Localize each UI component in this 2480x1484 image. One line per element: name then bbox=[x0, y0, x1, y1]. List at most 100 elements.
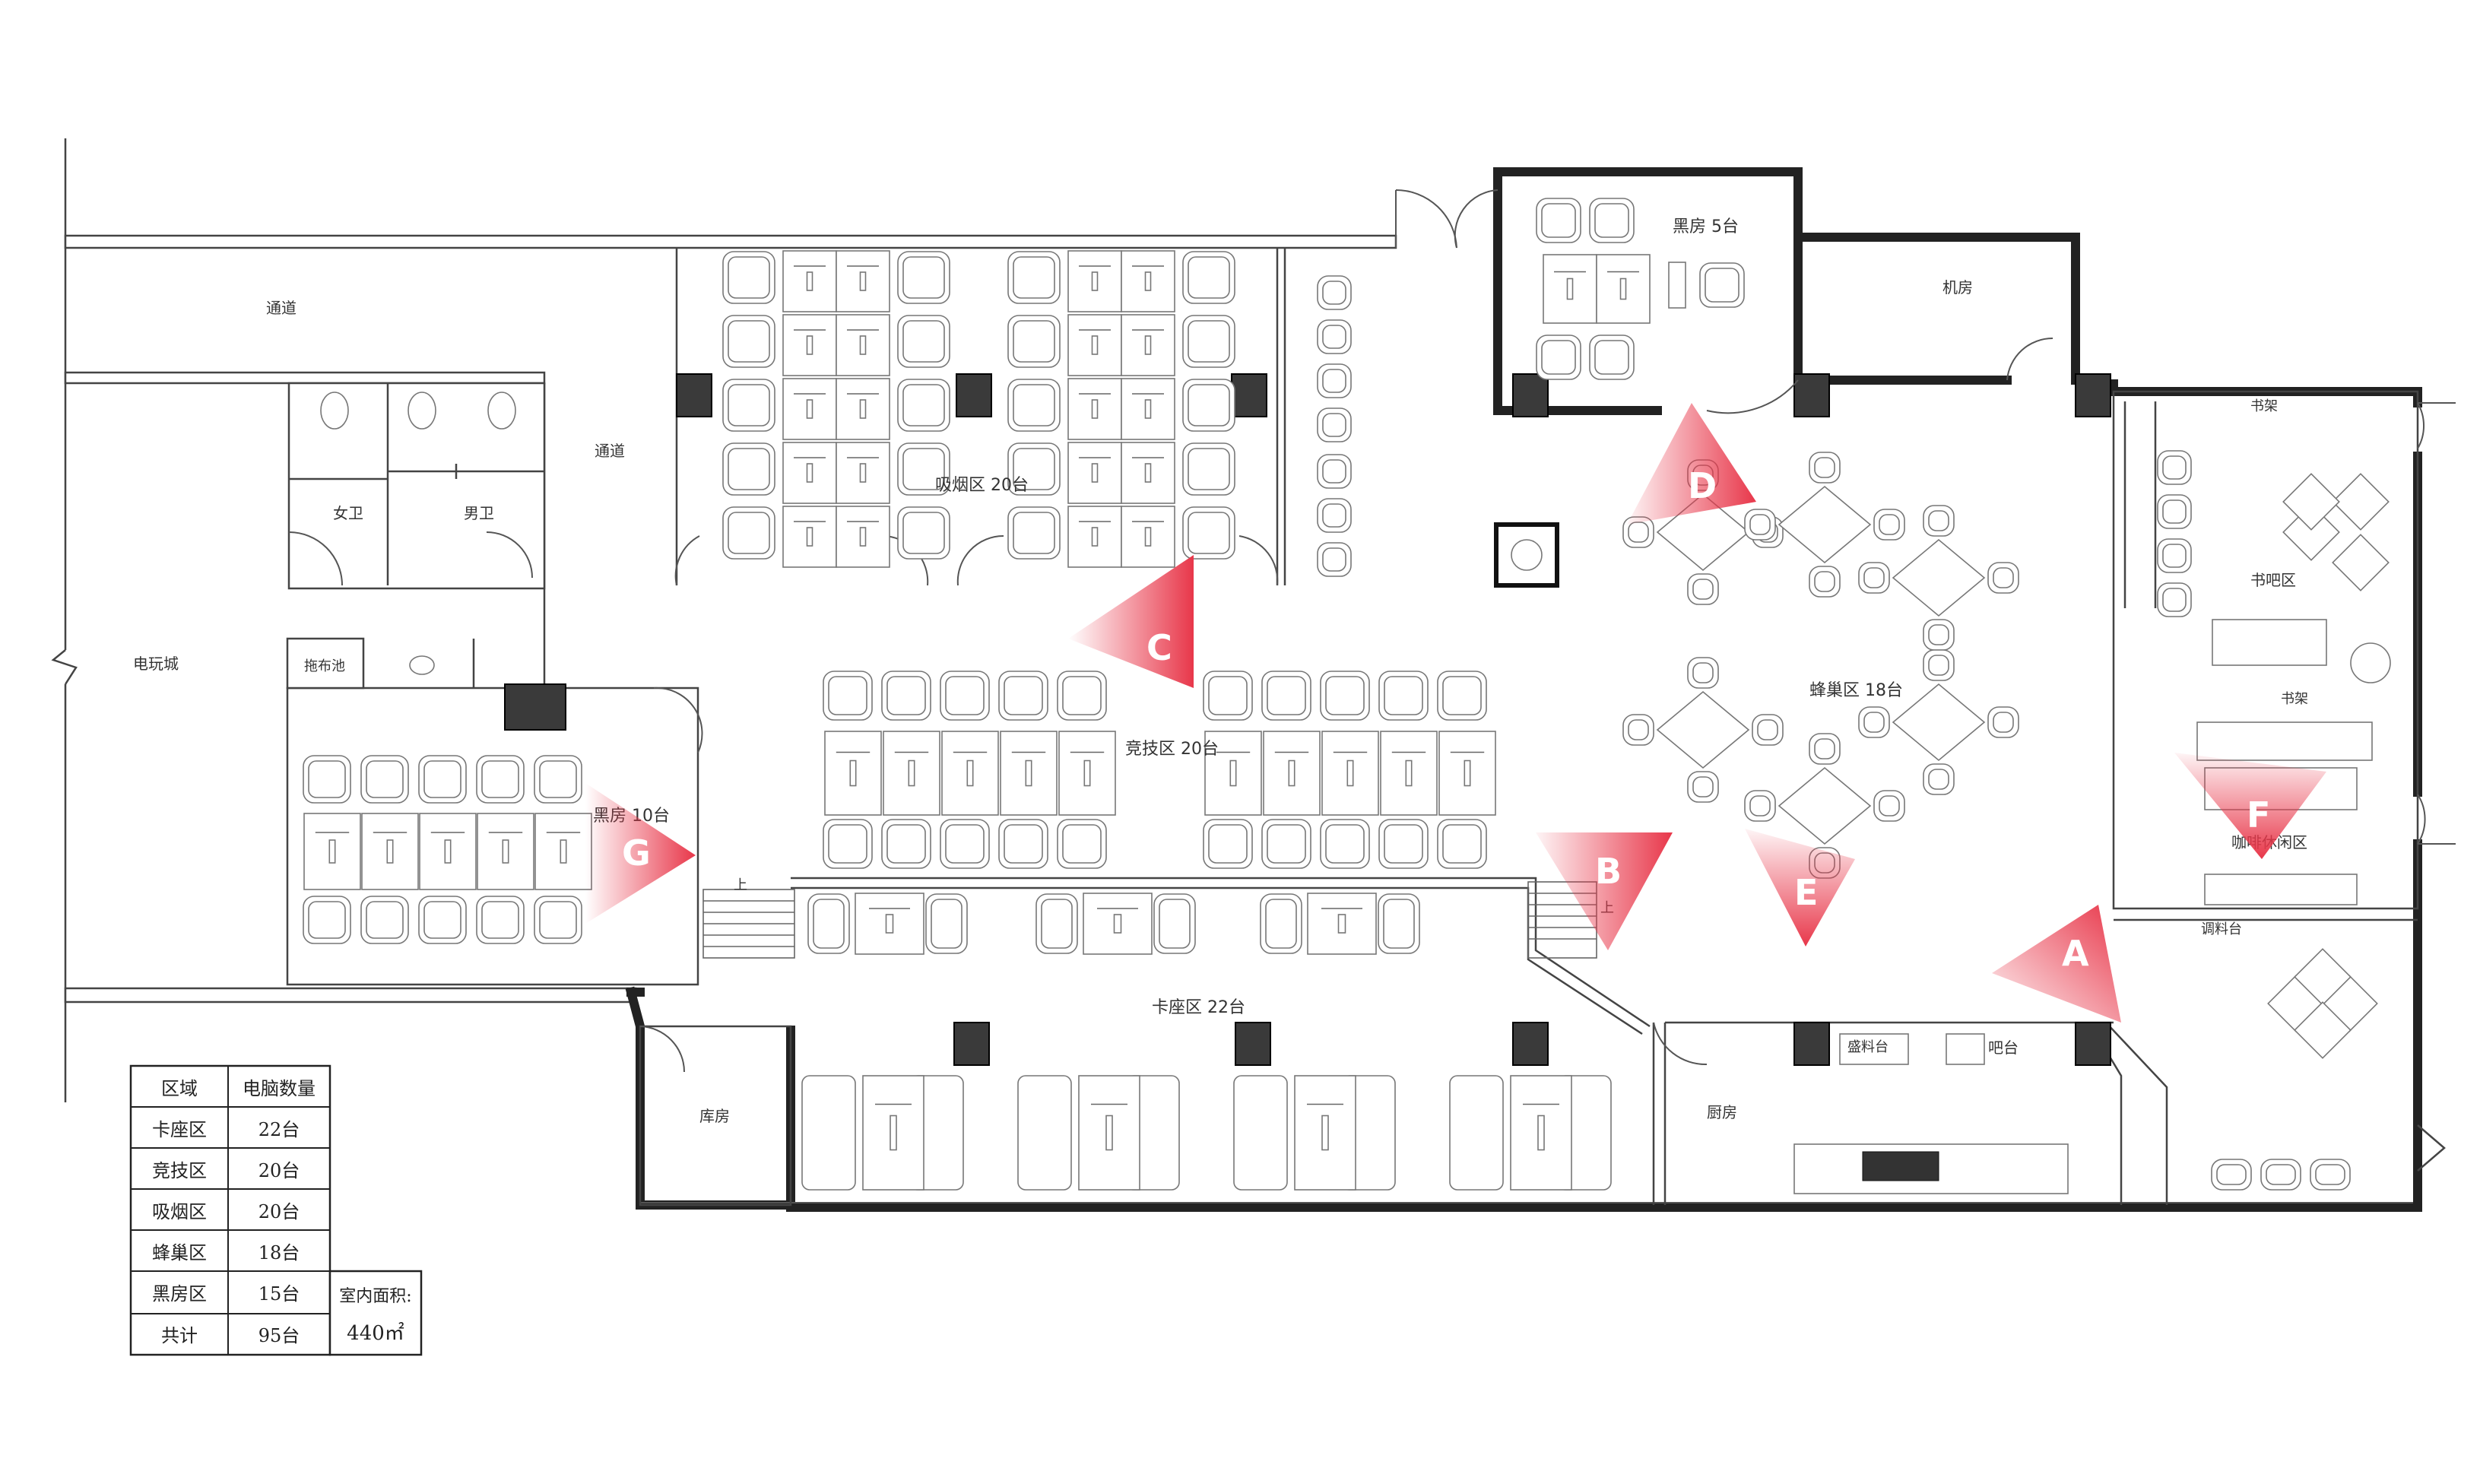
svg-text:G: G bbox=[622, 832, 651, 874]
chair bbox=[1809, 733, 1841, 765]
chair bbox=[1007, 442, 1061, 496]
chair bbox=[823, 671, 873, 721]
keyboard bbox=[885, 914, 894, 934]
table-cell: 竞技区 bbox=[152, 1160, 207, 1181]
svg-text:F: F bbox=[2247, 794, 2270, 836]
chair bbox=[1622, 516, 1654, 548]
chair bbox=[1203, 819, 1253, 869]
sofa bbox=[2196, 721, 2373, 761]
keyboard bbox=[1566, 277, 1574, 300]
chair bbox=[1057, 819, 1107, 869]
table-cell: 蜂巢区 bbox=[152, 1242, 207, 1264]
toilet bbox=[408, 392, 436, 430]
chair bbox=[1858, 562, 1890, 594]
label-cleaning: 拖布池 bbox=[304, 658, 345, 674]
keyboard bbox=[1091, 463, 1099, 483]
label-snack-counter: 盛料台 bbox=[1847, 1039, 1889, 1055]
chair bbox=[476, 896, 525, 944]
chair bbox=[1378, 671, 1429, 721]
svg-text:C: C bbox=[1146, 627, 1172, 668]
table-header-count: 电脑数量 bbox=[243, 1078, 316, 1099]
plant bbox=[2350, 642, 2391, 683]
chair bbox=[2260, 1159, 2301, 1191]
keyboard bbox=[1144, 527, 1152, 547]
chair bbox=[303, 755, 351, 804]
booth-seat bbox=[1233, 1075, 1288, 1191]
chair bbox=[1378, 819, 1429, 869]
marker-e: E bbox=[1745, 829, 1855, 947]
keyboard bbox=[1113, 914, 1122, 934]
chair bbox=[534, 755, 582, 804]
chair bbox=[881, 819, 931, 869]
keyboard bbox=[1288, 759, 1295, 787]
chair bbox=[881, 671, 931, 721]
keyboard bbox=[859, 271, 867, 291]
table-cell: 18台 bbox=[258, 1242, 300, 1264]
keyboard bbox=[849, 759, 857, 787]
stove bbox=[1862, 1151, 1939, 1181]
sink bbox=[409, 655, 435, 675]
keyboard bbox=[1105, 1115, 1113, 1151]
booth-seat bbox=[801, 1075, 856, 1191]
chair bbox=[1057, 671, 1107, 721]
table-header-area: 区域 bbox=[161, 1078, 198, 1099]
chair bbox=[1317, 498, 1352, 533]
cafe-chair bbox=[2294, 948, 2352, 1006]
desk bbox=[836, 442, 890, 504]
keyboard bbox=[806, 527, 813, 547]
chair bbox=[1589, 335, 1635, 380]
chair bbox=[722, 315, 775, 368]
chair bbox=[940, 671, 990, 721]
svg-text:E: E bbox=[1794, 872, 1818, 913]
lounge-chair bbox=[2282, 503, 2340, 561]
chair bbox=[807, 893, 850, 954]
chair bbox=[1873, 509, 1905, 541]
chair bbox=[1752, 714, 1784, 746]
chair bbox=[1378, 893, 1420, 954]
chair bbox=[940, 819, 990, 869]
chair bbox=[1153, 893, 1196, 954]
chair bbox=[1260, 893, 1302, 954]
desk bbox=[1067, 442, 1122, 504]
table-cell: 卡座区 bbox=[152, 1119, 207, 1140]
marker-a: A bbox=[1992, 905, 2121, 1023]
chair bbox=[1182, 442, 1235, 496]
label-womens-restroom: 女卫 bbox=[333, 504, 363, 522]
booth-seat bbox=[1449, 1075, 1504, 1191]
desk bbox=[1668, 262, 1686, 309]
chair bbox=[1437, 819, 1487, 869]
table-cell: 15台 bbox=[258, 1283, 300, 1305]
keyboard bbox=[1091, 271, 1099, 291]
area-label: 室内面积: bbox=[339, 1287, 411, 1306]
chair bbox=[1699, 262, 1745, 308]
keyboard bbox=[328, 839, 336, 864]
keyboard bbox=[908, 759, 915, 787]
label-machine-room: 机房 bbox=[1942, 278, 1973, 296]
chair bbox=[1035, 893, 1078, 954]
table-cell: 20台 bbox=[258, 1201, 300, 1222]
counter bbox=[2204, 874, 2358, 905]
lounge-chair bbox=[2282, 473, 2340, 531]
chair bbox=[1858, 706, 1890, 738]
hive-table bbox=[1656, 690, 1750, 769]
label-hive-area: 蜂巢区 18台 bbox=[1809, 681, 1903, 700]
table-cell: 22台 bbox=[258, 1119, 300, 1140]
keyboard bbox=[1025, 759, 1032, 787]
keyboard bbox=[560, 839, 567, 864]
chair bbox=[1203, 671, 1253, 721]
keyboard bbox=[1321, 1115, 1329, 1151]
chair bbox=[2157, 450, 2192, 485]
chair bbox=[998, 819, 1048, 869]
chair bbox=[534, 896, 582, 944]
keyboard bbox=[386, 839, 394, 864]
chair bbox=[1744, 509, 1776, 541]
label-book-bar: 书吧区 bbox=[2250, 571, 2296, 589]
chair bbox=[1873, 790, 1905, 822]
chair bbox=[2211, 1159, 2252, 1191]
keyboard bbox=[1144, 463, 1152, 483]
chair bbox=[925, 893, 968, 954]
chair bbox=[1923, 649, 1955, 681]
chair bbox=[1809, 566, 1841, 598]
hive-table bbox=[1892, 538, 1986, 617]
keyboard bbox=[1144, 271, 1152, 291]
